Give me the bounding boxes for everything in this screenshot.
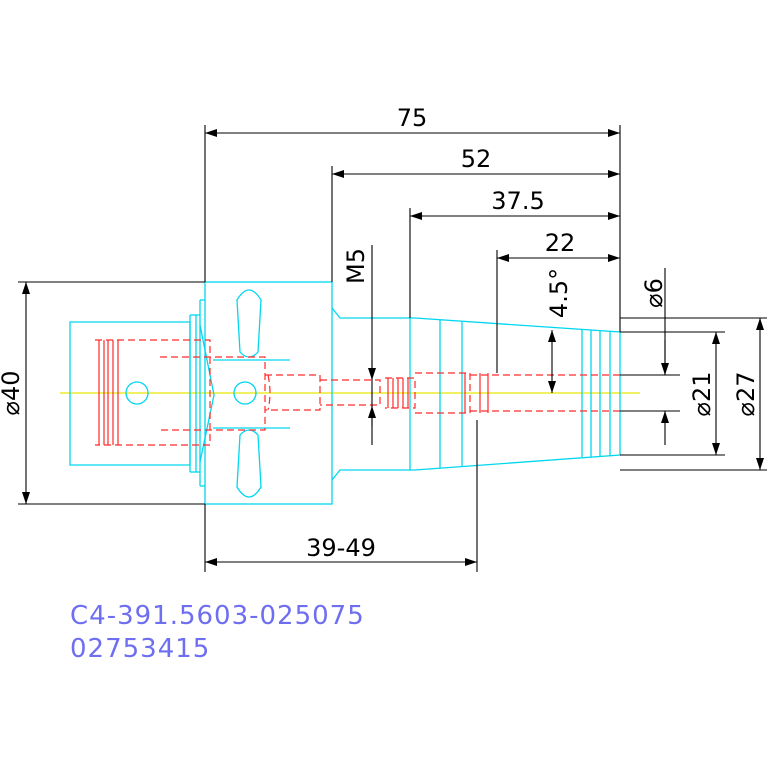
dia-6-label: ⌀6 [640, 278, 668, 308]
dim-22-label: 22 [545, 229, 576, 257]
dim-52-label: 52 [461, 145, 492, 173]
dia-40-label: ⌀40 [0, 371, 25, 416]
dim-75-label: 75 [397, 104, 428, 132]
dim-37-5-label: 37.5 [491, 187, 544, 215]
hidden-lines [95, 339, 620, 446]
part-number: 02753415 [70, 634, 210, 664]
dimension-lines [18, 125, 767, 572]
thread-m5-label: M5 [342, 248, 370, 284]
dia-27-label: ⌀27 [732, 372, 760, 417]
part-code: C4-391.5603-025075 [70, 601, 365, 631]
dim-39-49-label: 39-49 [306, 534, 376, 562]
dia-21-label: ⌀21 [688, 372, 716, 417]
taper-angle-label: 4.5° [545, 268, 573, 318]
holder-outline [69, 281, 621, 505]
